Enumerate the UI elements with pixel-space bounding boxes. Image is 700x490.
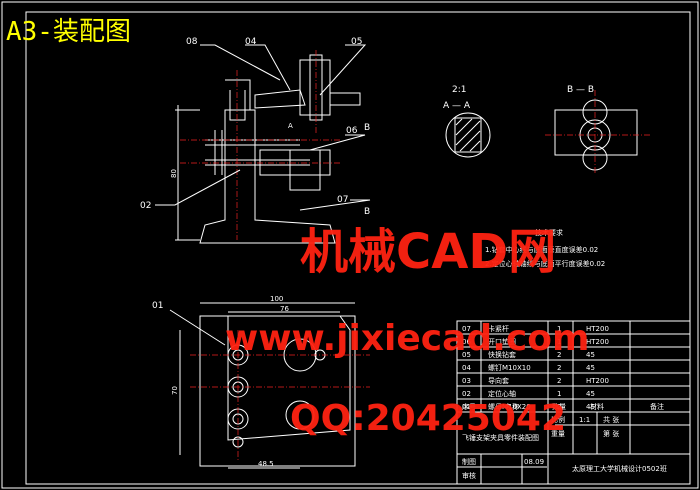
bom-cell-no: 01 [462,403,471,411]
cut-mark-b: B [364,207,370,217]
bom-cell-qty: 1 [557,338,561,346]
checked-label: 审核 [462,471,476,480]
bom-cell-qty: 2 [557,403,561,411]
bom-cell-material: HT200 [586,338,609,346]
scale-value: 1:1 [579,416,590,424]
bom-header: 材料 [590,402,604,411]
sheet-title: A3-装配图 [6,17,131,47]
bom-header: 序号 [462,402,476,411]
bom-cell-name: 卡紧杆 [488,324,509,333]
bom-cell-material: HT200 [586,325,609,333]
callout-08: 08 [186,37,198,47]
sheets-label: 共 张 [603,415,619,424]
bom-cell-no: 07 [462,325,471,333]
bom-cell-name: 定位心轴 [488,389,516,398]
bom-table [456,320,691,485]
cut-mark-b: B [364,123,370,133]
bom-cell-no: 05 [462,351,471,359]
bom-cell-material: HT200 [586,377,609,385]
date: 08.09 [524,458,544,466]
dim-100: 100 [270,295,283,303]
callout-05: 05 [351,37,362,47]
drawing-name: 飞锤支架夹具零件装配图 [462,433,539,442]
bom-cell-qty: 1 [557,390,561,398]
bom-cell-material: 45 [586,364,595,372]
watermark-site-name: 机械CAD网 [300,224,556,280]
bom-header: 备注 [650,402,664,411]
drawn-label: 制图 [462,457,476,466]
section-label: A — A [443,101,471,111]
callout-07: 07 [337,195,348,205]
bom-cell-qty: 1 [557,325,561,333]
bom-cell-qty: 2 [557,351,561,359]
cut-mark-a: A [288,122,293,130]
callout-06: 06 [346,126,358,136]
tech-req-item: 1.钻套中心线与底面垂直度误差0.02 [485,245,598,254]
dim-48-5: 48.5 [258,460,274,468]
bom-cell-material: 45 [586,351,595,359]
bom-cell-no: 03 [462,377,471,385]
bom-cell-material: 45 [586,403,595,411]
tech-req-item: 2.定位心轴轴线与底面平行度误差0.02 [485,259,605,268]
bom-header: 数量 [552,402,566,411]
dim-70: 70 [171,386,179,395]
callout-02: 02 [140,201,151,211]
front-view: 80 [155,44,371,244]
weight-label: 重量 [551,430,565,438]
section-scale: 2:1 [452,85,466,95]
section-a-a [445,112,491,158]
bom-cell-qty: 2 [557,364,561,372]
sheet-label: 第 张 [603,429,619,438]
top-view: 100 76 70 48.5 [169,295,370,469]
view-b-label: B — B [567,85,594,95]
bom-cell-name: 快换钻套 [488,350,516,359]
bom-cell-no: 06 [462,338,471,346]
view-b-b [545,90,650,175]
drawing-frame [25,11,691,485]
watermark-url: www.jixiecad.com [225,318,589,359]
school: 太原理工大学机械设计0502班 [572,464,667,473]
bom-cell-material: 45 [586,390,595,398]
scale-label: 比例 [551,415,565,424]
bom-cell-name: 螺母M10X20 [488,402,531,411]
watermark-qq: QQ:20425042 [290,398,566,439]
bom-cell-qty: 2 [557,377,561,385]
bom-cell-no: 04 [462,364,471,372]
dim-76: 76 [280,305,289,313]
callout-01: 01 [152,301,163,311]
bom-header: 名称 [505,402,519,411]
dim-80: 80 [170,169,178,178]
callout-04: 04 [245,37,257,47]
tech-req-heading: 技术要求 [535,228,563,237]
bom-cell-no: 02 [462,390,471,398]
bom-cell-name: 开口垫圈 [488,337,516,346]
bom-cell-name: 螺钉M10X10 [488,363,531,372]
bom-cell-name: 导向套 [488,376,509,385]
